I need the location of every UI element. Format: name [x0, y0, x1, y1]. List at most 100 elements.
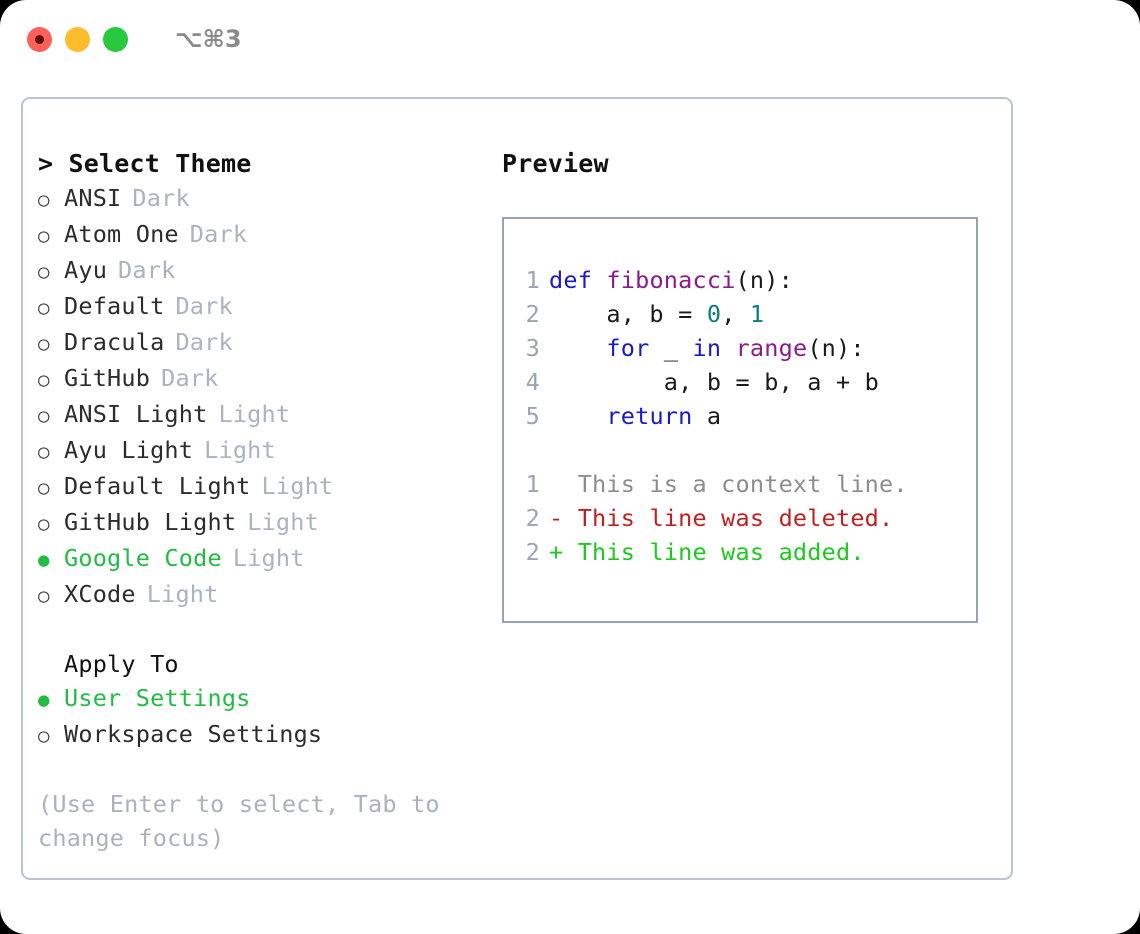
theme-option-label: GitHub	[64, 364, 151, 392]
apply-to-option-label: Workspace Settings	[64, 720, 323, 748]
line-number: 2	[525, 504, 540, 532]
radio-unselected-icon: ○	[38, 513, 50, 535]
theme-option-ayu-light[interactable]: ○ Ayu Light Light	[38, 433, 498, 469]
line-number: 1	[525, 266, 540, 294]
theme-variant-badge: Dark	[189, 220, 248, 248]
code-token-fn: range	[735, 334, 808, 362]
theme-variant-badge: Dark	[132, 184, 190, 212]
code-token-num: 1	[749, 300, 765, 328]
apply-to-option-workspace-settings[interactable]: ○ Workspace Settings	[38, 717, 498, 753]
radio-selected-icon: ●	[38, 549, 50, 571]
theme-option-label: Ayu Light	[64, 436, 194, 464]
line-number: 2	[525, 538, 540, 566]
diff-sample: 1 This is a context line.2- This line wa…	[504, 467, 976, 569]
radio-unselected-icon: ○	[38, 297, 50, 319]
code-token-num: 0	[706, 300, 722, 328]
diff-line-del: 2- This line was deleted.	[504, 501, 976, 535]
theme-variant-badge: Light	[247, 508, 319, 536]
diff-line-add: 2+ This line was added.	[504, 535, 976, 569]
code-token-fn: fibonacci	[606, 266, 736, 294]
theme-option-google-code[interactable]: ● Google Code Light	[38, 541, 498, 577]
theme-option-label: Dracula	[64, 328, 165, 356]
theme-option-github[interactable]: ○ GitHub Dark	[38, 361, 498, 397]
code-line-text: return a	[549, 399, 721, 433]
line-number: 4	[525, 368, 540, 396]
keyboard-shortcut-label: ⌥⌘3	[175, 25, 242, 53]
apply-to-option-list[interactable]: ● User Settings ○ Workspace Settings	[38, 681, 498, 753]
theme-option-atom-one[interactable]: ○ Atom One Dark	[38, 217, 498, 253]
line-number: 3	[525, 334, 540, 362]
theme-option-label: Atom One	[64, 220, 179, 248]
code-token-plain: (n):	[735, 266, 793, 294]
radio-unselected-icon: ○	[38, 405, 50, 427]
line-number: 5	[525, 402, 540, 430]
code-token-plain: (n):	[807, 334, 865, 362]
code-line: 5 return a	[504, 399, 976, 433]
traffic-light-group	[27, 26, 128, 52]
code-line: 1 def fibonacci(n):	[504, 263, 976, 297]
radio-unselected-icon: ○	[38, 189, 50, 211]
maximize-window-button[interactable]	[103, 26, 128, 52]
diff-line-ctx: 1 This is a context line.	[504, 467, 976, 501]
code-token-plain: a, b =	[549, 300, 707, 328]
radio-unselected-icon: ○	[38, 441, 50, 463]
theme-variant-badge: Light	[232, 544, 305, 572]
diff-marker	[549, 467, 578, 501]
apply-to-heading: Apply To	[64, 650, 179, 678]
keyboard-hint-text: (Use Enter to select, Tab to change focu…	[38, 790, 440, 852]
code-token-plain: ,	[721, 300, 750, 328]
code-token-plain	[549, 334, 606, 362]
theme-variant-badge: Light	[204, 436, 276, 464]
theme-option-label: Default	[64, 292, 165, 320]
code-line: 2 a, b = 0, 1	[504, 297, 976, 331]
apply-to-option-label: User Settings	[64, 684, 251, 712]
select-theme-heading: > Select Theme	[38, 149, 252, 178]
code-token-plain	[549, 402, 606, 430]
theme-variant-badge: Light	[218, 400, 291, 428]
code-token-kw: return	[606, 402, 707, 430]
radio-unselected-icon: ○	[38, 369, 50, 391]
theme-variant-badge: Light	[261, 472, 334, 500]
diff-marker: +	[549, 538, 578, 566]
title-bar: ⌥⌘3	[0, 0, 1140, 78]
code-token-kw: def	[549, 266, 607, 294]
close-icon	[35, 34, 44, 44]
preview-heading: Preview	[502, 149, 609, 178]
theme-variant-badge: Light	[146, 580, 219, 608]
apply-to-option-user-settings[interactable]: ● User Settings	[38, 681, 498, 717]
theme-option-label: Default Light	[64, 472, 251, 500]
radio-unselected-icon: ○	[38, 725, 50, 747]
code-token-plain: a	[706, 402, 722, 430]
radio-selected-icon: ●	[38, 689, 50, 711]
diff-line-text: This is a context line.	[577, 470, 908, 498]
theme-option-label: Google Code	[64, 544, 222, 572]
diff-marker: -	[549, 504, 578, 532]
code-line-text: def fibonacci(n):	[549, 263, 793, 297]
radio-unselected-icon: ○	[38, 261, 50, 283]
code-line: 3 for _ in range(n):	[504, 331, 976, 365]
preview-spacer	[504, 433, 976, 467]
code-line: 4 a, b = b, a + b	[504, 365, 976, 399]
code-token-kw: for	[606, 334, 664, 362]
theme-variant-badge: Dark	[161, 364, 219, 392]
code-token-kw: in	[692, 334, 736, 362]
close-window-button[interactable]	[27, 26, 52, 52]
code-line-text: for _ in range(n):	[549, 331, 865, 365]
radio-unselected-icon: ○	[38, 225, 50, 247]
minimize-window-button[interactable]	[65, 26, 90, 52]
